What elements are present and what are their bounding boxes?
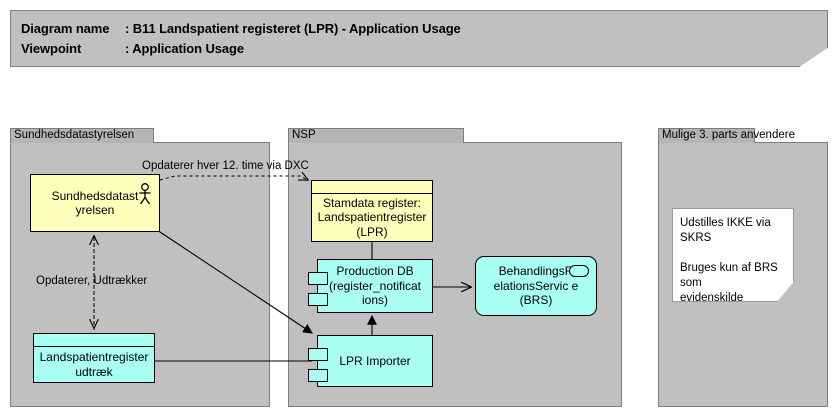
group-tab xyxy=(658,128,755,143)
component-tab-icon xyxy=(308,272,328,285)
node-header-band xyxy=(312,181,432,194)
group-label-mulige-3-parts-anvendere: Mulige 3. parts anvendere xyxy=(662,129,795,141)
group-tab xyxy=(288,128,464,143)
node-label: LPR Importer xyxy=(339,353,411,368)
group-tab xyxy=(10,128,154,143)
note-udstilles-ikke-via-skrs[interactable]: Udstilles IKKE via SKRS Bruges kun af BR… xyxy=(672,208,794,302)
node-production-db[interactable]: Production DB (register_notificat ions) xyxy=(308,259,433,313)
node-label: Production DB (register_notificat ions) xyxy=(328,264,422,308)
connector-label-dxc: Opdaterer hver 12. time via DXC xyxy=(142,160,309,172)
header-value-diagram-name: : B11 Landspatient registeret (LPR) - Ap… xyxy=(125,21,461,36)
node-landspatientregister-udtraek[interactable]: Landspatientregister udtræk xyxy=(33,333,155,383)
component-tab-icon xyxy=(308,369,328,382)
node-header-band xyxy=(34,334,154,347)
component-tab-icon xyxy=(308,293,328,306)
node-behandlingsrelationsservice-brs[interactable]: BehandlingsR elationsServic e (BRS) xyxy=(475,256,597,316)
node-label: Landspatientregister udtræk xyxy=(39,350,149,379)
service-oval-icon xyxy=(569,265,589,277)
header-key-viewpoint: Viewpoint xyxy=(21,41,82,56)
connector-label-opdaterer-udtraekker: Opdaterer, Udtrækker xyxy=(36,275,148,287)
group-label-nsp: NSP xyxy=(292,129,316,141)
diagram-header: Diagram name : B11 Landspatient registere… xyxy=(10,10,828,67)
node-lpr-importer[interactable]: LPR Importer xyxy=(308,335,433,387)
node-stamdata-register-lpr[interactable]: Stamdata register: Landspatientregister … xyxy=(311,180,433,242)
header-row-diagram-name: Diagram name : B11 Landspatient registere… xyxy=(21,21,461,36)
node-label: Stamdata register: Landspatientregister … xyxy=(317,195,427,239)
header-key-diagram-name: Diagram name xyxy=(21,21,110,36)
actor-icon xyxy=(139,183,151,205)
header-value-viewpoint: : Application Usage xyxy=(125,41,244,56)
header-row-viewpoint: Viewpoint : Application Usage xyxy=(21,41,244,56)
group-label-sundhedsdatastyrelsen: Sundhedsdatastyrelsen xyxy=(14,129,135,141)
node-sundhedsdatastyrelsen[interactable]: Sundhedsdatast yrelsen xyxy=(30,174,160,232)
node-label: Sundhedsdatast yrelsen xyxy=(51,188,139,218)
component-tab-icon xyxy=(308,348,328,361)
note-text: Udstilles IKKE via SKRS Bruges kun af BR… xyxy=(680,217,778,304)
node-label: BehandlingsR elationsServic e (BRS) xyxy=(493,264,579,308)
